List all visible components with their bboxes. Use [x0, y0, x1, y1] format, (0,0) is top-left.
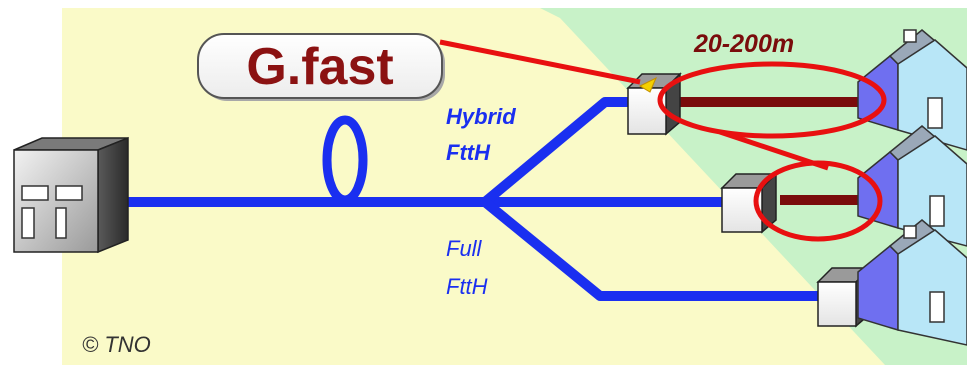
central-office-building-icon: [13, 136, 129, 254]
full-label-line2: FttH: [446, 274, 488, 299]
highlight-ellipse-mid: [753, 160, 883, 242]
gfast-highlight: [439, 39, 887, 242]
distance-label: 20-200m: [693, 30, 794, 58]
gfast-badge: G.fast: [197, 33, 445, 101]
fiber-branch-full: [480, 197, 823, 301]
copper-lines: [660, 97, 858, 205]
copyright-label: © TNO: [82, 332, 151, 357]
hybrid-label-line2: FttH: [446, 140, 491, 165]
highlight-ellipse-top: [657, 61, 887, 139]
fiber-network: [115, 97, 823, 301]
full-label-line1: Full: [446, 236, 483, 261]
house-icon: [857, 29, 967, 151]
gfast-label: G.fast: [246, 38, 393, 96]
fiber-branch-hybrid: [480, 97, 637, 207]
house-icon: [857, 219, 967, 346]
fiber-loop-icon: [322, 115, 368, 205]
hybrid-label-line1: Hybrid: [446, 104, 516, 129]
pointer-line: [439, 39, 641, 85]
warning-marker-icon: [638, 76, 657, 93]
